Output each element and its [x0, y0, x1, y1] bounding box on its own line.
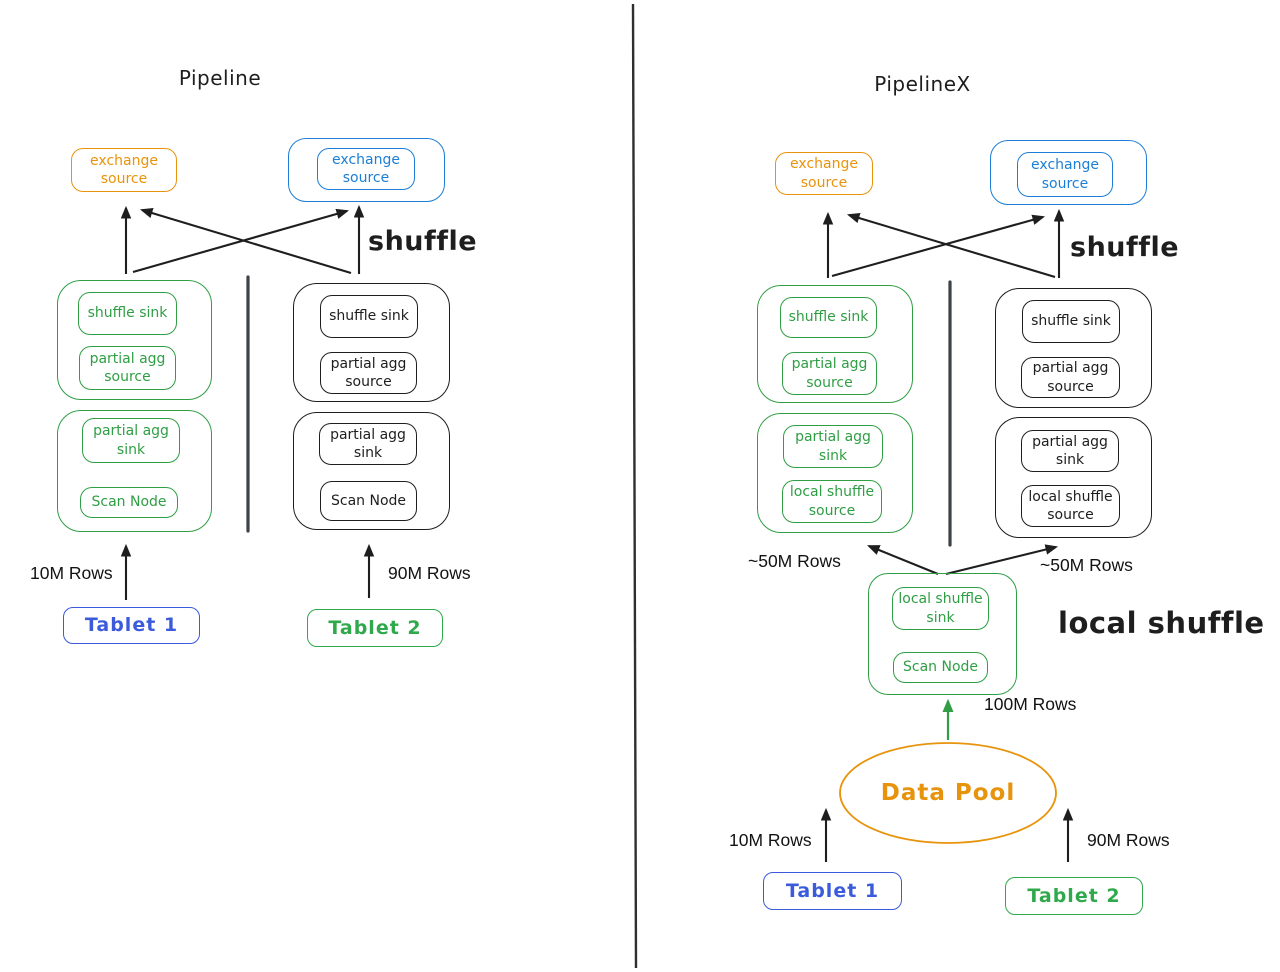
shuffle-annotation-right: shuffle: [1070, 232, 1180, 263]
node-shuffle-sink: shuffle sink: [78, 292, 177, 335]
black-fragment-upper-left: [293, 283, 450, 402]
arrow-localshuffle-to-black-group: [945, 544, 1059, 576]
node-scan-node: Scan Node: [893, 652, 988, 683]
node-partial-agg-sink: partial agg sink: [319, 423, 417, 465]
pipelinex-title: PipelineX: [874, 72, 971, 96]
black-fragment-upper-right: [995, 288, 1152, 408]
data-pool-ellipse: [839, 742, 1057, 844]
row-count-tablet1-right: 10M Rows: [729, 830, 812, 850]
node-local-shuffle-source: local shuffle source: [782, 480, 882, 523]
tablet-1-left: Tablet 1: [63, 607, 200, 644]
node-partial-agg-source: partial agg source: [1021, 357, 1120, 398]
local-shuffle-annotation: local shuffle: [1058, 606, 1265, 640]
node-partial-agg-sink: partial agg sink: [1021, 430, 1119, 472]
node-shuffle-sink: shuffle sink: [1022, 300, 1120, 343]
row-count-tablet2-left: 90M Rows: [388, 563, 471, 583]
node-partial-agg-source: partial agg source: [79, 346, 176, 390]
green-fragment-lower-right: [757, 413, 913, 533]
pipeline-title: Pipeline: [178, 66, 262, 90]
black-fragment-lower-right: [995, 417, 1152, 538]
arrow-right-green-to-blue: [831, 214, 1046, 278]
node-local-shuffle-sink: local shuffle sink: [892, 587, 989, 630]
node-partial-agg-source: partial agg source: [320, 352, 417, 394]
exchange-source-orange-left: exchange source: [71, 148, 177, 192]
node-scan-node: Scan Node: [80, 487, 178, 518]
tablet-2-right: Tablet 2: [1005, 877, 1143, 915]
exchange-source-blue-outer-left: [288, 138, 445, 202]
node-shuffle-sink: shuffle sink: [780, 297, 877, 338]
page-divider: [631, 3, 638, 969]
arrow-left-black-to-orange: [139, 208, 352, 275]
exchange-source-blue-left: exchange source: [317, 148, 415, 190]
tablet-2-left: Tablet 2: [307, 609, 443, 647]
exchange-source-blue-right: exchange source: [1017, 152, 1113, 197]
node-partial-agg-source: partial agg source: [782, 352, 877, 395]
local-shuffle-fragment: [868, 573, 1017, 695]
row-count-tablet1-left: 10M Rows: [30, 563, 113, 583]
green-fragment-upper-left: [57, 280, 212, 400]
shuffle-annotation-left: shuffle: [368, 226, 478, 257]
row-count-fanout-left: ~50M Rows: [748, 551, 841, 571]
node-partial-agg-sink: partial agg sink: [783, 425, 883, 468]
arrow-localshuffle-to-green-group: [867, 545, 939, 575]
row-count-total: 100M Rows: [984, 694, 1077, 714]
data-pool-label: Data Pool: [880, 780, 1016, 806]
row-count-tablet2-right: 90M Rows: [1087, 830, 1170, 850]
tablet-1-right: Tablet 1: [763, 872, 902, 910]
node-shuffle-sink: shuffle sink: [320, 295, 418, 338]
arrow-left-green-to-blue: [132, 208, 350, 274]
node-partial-agg-sink: partial agg sink: [82, 418, 180, 463]
exchange-source-orange-right: exchange source: [775, 152, 873, 195]
node-scan-node: Scan Node: [320, 481, 417, 521]
arrow-right-black-to-orange: [846, 212, 1056, 279]
black-fragment-lower-left: [293, 412, 450, 530]
exchange-source-blue-outer-right: [990, 140, 1147, 205]
node-local-shuffle-source: local shuffle source: [1021, 485, 1120, 527]
row-count-fanout-right: ~50M Rows: [1040, 555, 1133, 575]
green-fragment-lower-left: [57, 410, 212, 532]
green-fragment-upper-right: [757, 285, 913, 403]
